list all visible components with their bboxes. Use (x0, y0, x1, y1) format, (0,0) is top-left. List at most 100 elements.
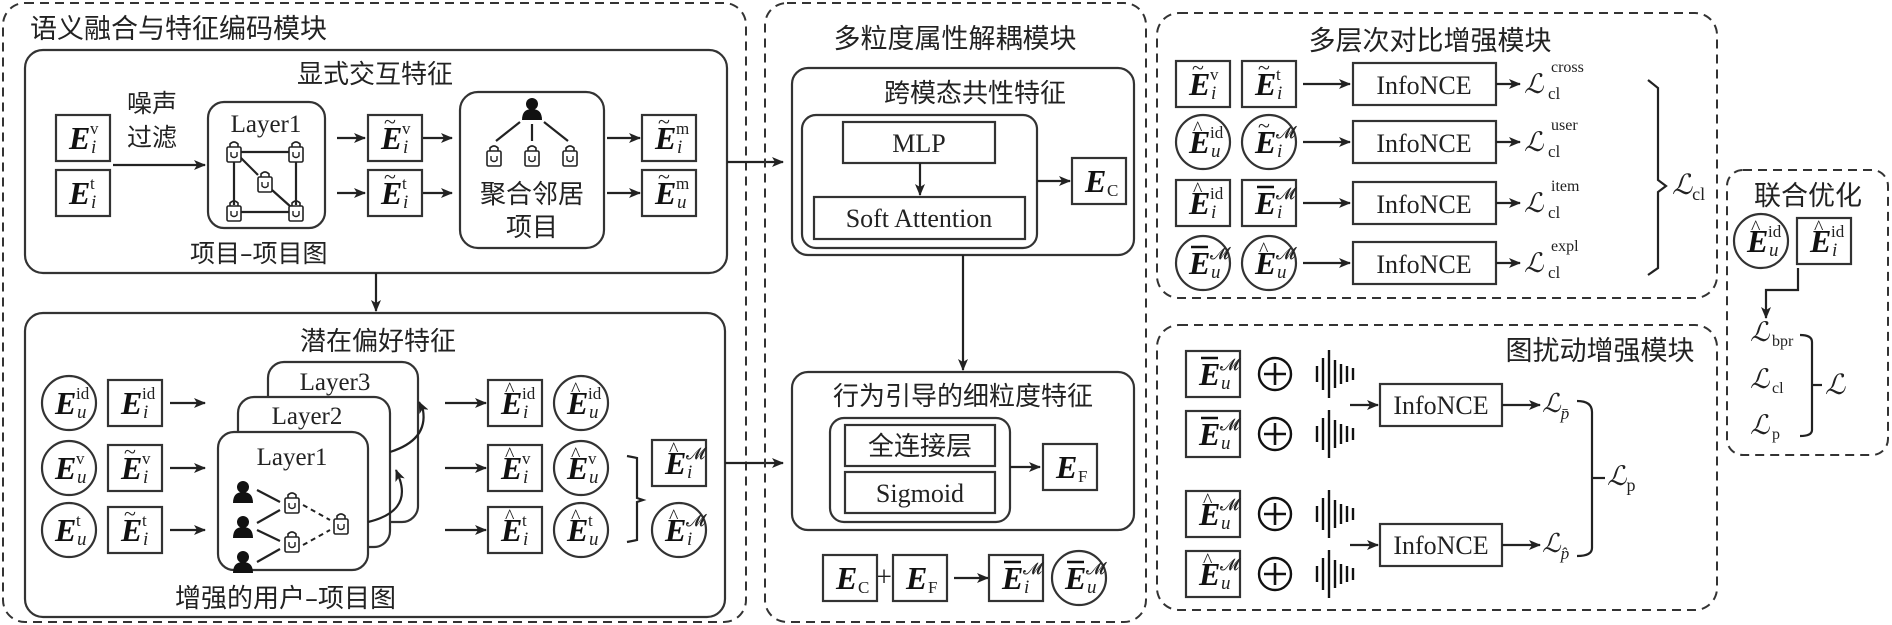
latent-item-output: E^ti (486, 505, 544, 555)
symbol-subscript: u (1211, 141, 1221, 162)
joint-loss-term: ℒ (1750, 317, 1770, 348)
symbol-base: E (120, 512, 142, 548)
decoupling-module: 多粒度属性解耦模块 跨模态共性特征 MLP Soft Attention 行为引… (764, 2, 1147, 623)
embedding-box (54, 168, 112, 218)
decoupling-frame (764, 2, 1147, 623)
symbol-base: E (54, 512, 76, 548)
infonce-block (1351, 119, 1498, 165)
hat-accent: ^ (669, 506, 679, 528)
symbol-base: E (1746, 223, 1768, 259)
noise-waveform-icon (1315, 550, 1355, 598)
symbol-superscript: id (1831, 222, 1845, 241)
embedding-circle (1732, 212, 1790, 270)
hat-accent: ^ (1193, 118, 1203, 140)
contrastive-input-a: E^idu (1174, 113, 1232, 171)
contrastive-loss-sub: cl (1548, 142, 1561, 161)
embedding-circle (1174, 113, 1232, 171)
embedding-box (54, 113, 112, 163)
joint-loss-sub: cl (1772, 380, 1784, 397)
symbol-subscript: i (523, 529, 528, 550)
joint-loss-term: ℒ (1750, 410, 1770, 441)
symbol-base: E (500, 450, 522, 486)
item-bag-icon (524, 145, 540, 167)
symbol-subscript: u (1221, 373, 1231, 394)
user-icon (522, 98, 542, 120)
decoupling-title: 多粒度属性解耦模块 (834, 24, 1077, 55)
symbol-subscript: u (589, 529, 599, 550)
contrastive-loss-sub: cl (1548, 203, 1561, 222)
contrastive-loss: ℒ (1524, 69, 1544, 100)
symbol-subscript: u (77, 467, 87, 488)
symbol-subscript: u (1221, 513, 1231, 534)
symbol-superscript: 𝓜 (686, 511, 707, 530)
latent-item-output: E^idi (486, 378, 544, 428)
joint-brace (1799, 333, 1814, 438)
symbol-base: E (835, 560, 857, 596)
embedding-circle (650, 501, 708, 559)
symbol-subscript: F (1078, 467, 1087, 486)
symbol-base: E (54, 385, 76, 421)
latent-item-input: E~vi (106, 439, 164, 493)
symbol-subscript: i (1277, 141, 1282, 162)
merged-item-embedding-circle: E^𝓜i (650, 501, 708, 559)
explicit-interaction-title: 显式交互特征 (297, 60, 453, 90)
symbol-base: E (654, 120, 676, 156)
infonce-label: InfoNCE (1376, 250, 1471, 279)
embedding-box (106, 378, 164, 428)
embedding-circle (40, 439, 98, 497)
symbol-base: E (1188, 66, 1210, 102)
symbol-base: E (500, 385, 522, 421)
item-bag-icon (486, 145, 502, 167)
symbol-superscript: 𝓜 (1210, 244, 1231, 263)
contrastive-brace (1647, 79, 1668, 276)
symbol-superscript: v (76, 449, 85, 468)
embedding-circle (1240, 234, 1298, 292)
filtered-visual-embedding: E~vi (366, 109, 424, 163)
joint-item-embedding: E^idi (1795, 216, 1853, 266)
symbol-subscript: i (143, 402, 148, 423)
symbol-subscript: C (1107, 181, 1118, 200)
hat-accent: ^ (1751, 217, 1761, 239)
embedding-box (640, 168, 698, 218)
user-item-graph-caption: 增强的用户–项目图 (175, 584, 396, 614)
layer-propagation-arrow (367, 469, 405, 524)
symbol-subscript: i (143, 529, 148, 550)
symbol-subscript: i (91, 137, 96, 158)
symbol-superscript: t (402, 174, 407, 193)
cross-modal-panel: 跨模态共性特征 MLP Soft Attention (790, 66, 1136, 257)
hat-accent: ^ (669, 439, 679, 461)
fully-connected-block (843, 423, 997, 468)
contrastive-input-b: E~ti (1240, 55, 1298, 109)
embedding-box (1795, 216, 1853, 266)
hat-accent: ^ (505, 379, 515, 401)
contrastive-loss-sup: user (1551, 117, 1578, 134)
embedding-circle (552, 374, 610, 432)
symbol-subscript: i (1277, 83, 1282, 104)
tilde-accent: ~ (384, 109, 396, 134)
symbol-subscript: u (77, 529, 87, 550)
item-bag-icon (288, 141, 304, 163)
embedding-circle (40, 501, 98, 559)
symbol-subscript: i (1024, 577, 1029, 598)
tilde-accent: ~ (1258, 113, 1270, 138)
semantic-fusion-frame (2, 2, 747, 623)
tilde-accent: ~ (384, 164, 396, 189)
symbol-base: E (905, 560, 927, 596)
embedding-box (366, 168, 424, 218)
item-bag-icon (562, 145, 578, 167)
symbol-superscript: 𝓜 (686, 444, 707, 463)
symbol-base: E (1188, 124, 1210, 160)
tilde-accent: ~ (658, 109, 670, 134)
joint-loss-sub: bpr (1772, 333, 1794, 350)
contrastive-input-b: E^𝓜u (1240, 234, 1298, 292)
filtered-text-embedding: E~ti (366, 164, 424, 218)
symbol-base: E (566, 512, 588, 548)
hat-accent: ^ (505, 444, 515, 466)
